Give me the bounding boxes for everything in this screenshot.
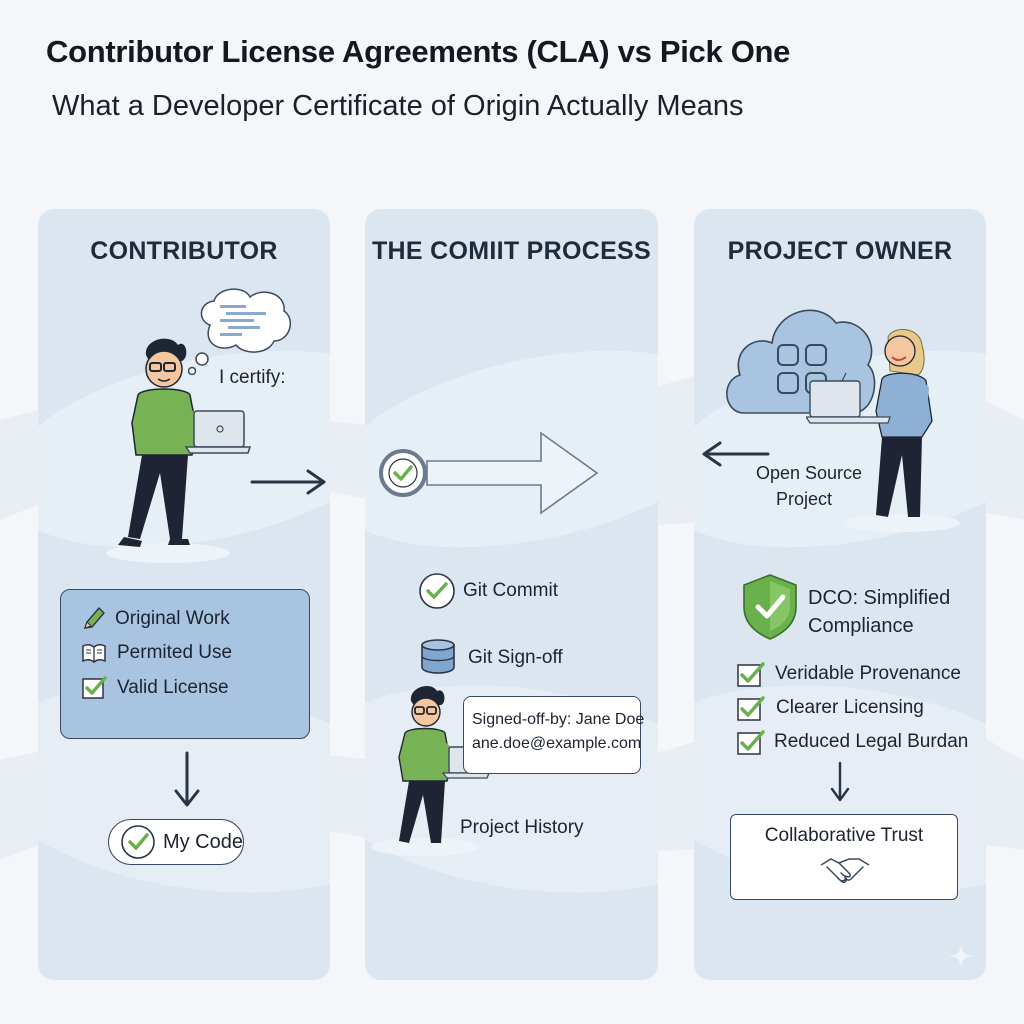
book-icon <box>81 642 107 664</box>
page-subtitle: What a Developer Certificate of Origin A… <box>52 90 743 123</box>
checklist-label: Valid License <box>117 677 229 699</box>
dco-label-line2: Compliance <box>808 615 914 638</box>
checklist-item: Original Work <box>81 606 230 632</box>
dco-label-line1: DCO: Simplified <box>808 587 950 610</box>
checklist-item: Valid License <box>81 676 229 700</box>
benefit-item: Clearer Licensing <box>776 697 924 719</box>
my-code-badge: My Code <box>108 819 244 865</box>
checkbox-icon <box>736 695 766 723</box>
step-git-commit: Git Commit <box>463 580 558 602</box>
signoff-name: Signed-off-by: Jane Doe <box>472 711 644 729</box>
collaborative-trust-box: Collaborative Trust <box>730 814 958 900</box>
contributor-panel: CONTRIBUTOR I certify: <box>38 209 330 980</box>
developer-figure-icon <box>98 333 268 569</box>
right-arrow-icon <box>250 469 330 495</box>
open-source-label-line2: Project <box>776 489 832 510</box>
benefit-item: Reduced Legal Burdan <box>774 731 968 753</box>
project-history-label: Project History <box>460 817 584 839</box>
checkbox-icon <box>736 661 766 689</box>
my-code-label: My Code <box>163 831 243 854</box>
down-arrow-icon <box>828 761 852 803</box>
contributor-title: CONTRIBUTOR <box>38 237 330 266</box>
checklist-label: Original Work <box>115 608 230 630</box>
checklist-label: Permited Use <box>117 642 232 664</box>
owner-panel: PROJECT OWNER Open Source Project DCO: S… <box>694 209 986 980</box>
pencil-icon <box>81 606 105 632</box>
check-circle-icon <box>119 823 155 861</box>
commit-flow-arrow-icon <box>377 427 605 517</box>
down-arrow-icon <box>172 751 202 809</box>
signoff-callout: Signed-off-by: Jane Doe ane.doe@example.… <box>463 696 641 774</box>
signoff-email: ane.doe@example.com <box>472 735 641 753</box>
owner-title: PROJECT OWNER <box>694 237 986 266</box>
database-icon <box>419 637 459 677</box>
page-title: Contributor License Agreements (CLA) vs … <box>46 34 790 70</box>
certify-checklist: Original Work Permited Use Valid License <box>60 589 310 739</box>
step-git-signoff: Git Sign-off <box>468 647 563 669</box>
handshake-icon <box>819 853 871 887</box>
collaborative-trust-label: Collaborative Trust <box>731 825 957 847</box>
benefit-item: Veridable Provenance <box>775 663 961 685</box>
check-circle-icon <box>417 571 457 611</box>
sparkle-icon <box>946 941 976 971</box>
commit-title: THE COMIIT PROCESS <box>365 237 658 266</box>
open-source-label-line1: Open Source <box>756 463 862 484</box>
checkbox-icon <box>736 729 766 757</box>
checkbox-icon <box>81 676 107 700</box>
checklist-item: Permited Use <box>81 642 232 664</box>
shield-check-icon <box>740 573 800 641</box>
commit-panel: THE COMIIT PROCESS Git Commit Git Sign-o… <box>365 209 658 980</box>
